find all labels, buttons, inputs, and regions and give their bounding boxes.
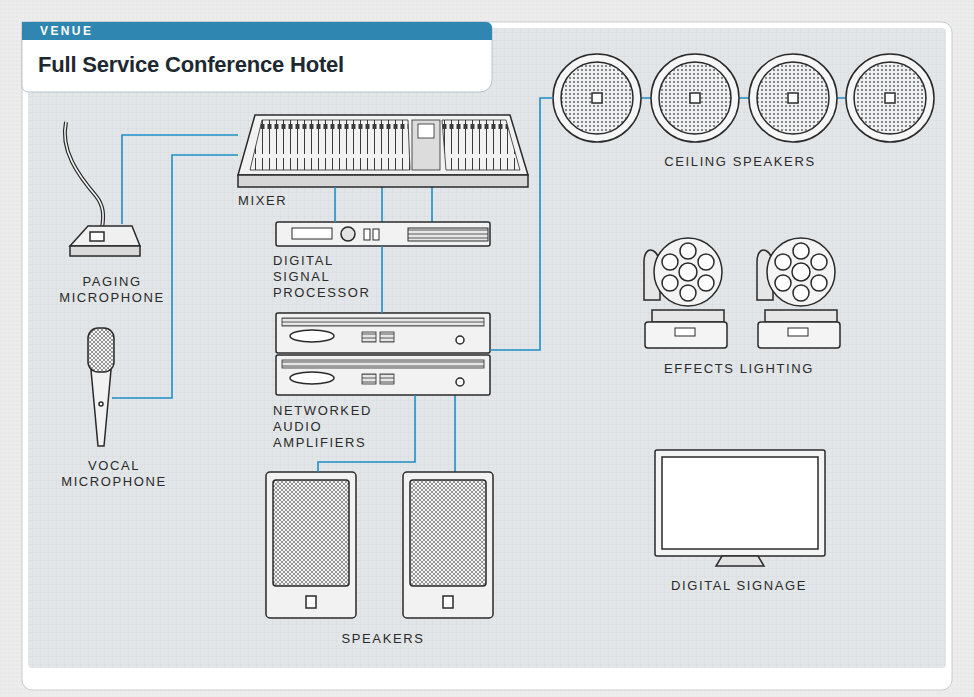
ceiling-speakers: CEILING SPEAKERS <box>553 52 940 144</box>
equipment-label: EFFECTS LIGHTING <box>639 361 839 377</box>
audio-cable <box>335 187 336 222</box>
audio-cable <box>490 98 553 350</box>
mixer: MIXER <box>238 115 528 187</box>
equipment-label: DIGITAL SIGNAGE <box>639 578 839 594</box>
signal-processor: DIGITAL SIGNAL PROCESSOR <box>276 222 490 246</box>
mixer-icon <box>238 115 528 187</box>
equipment-label: DIGITAL SIGNAL PROCESSOR <box>273 253 385 301</box>
vocal-microphone-icon <box>88 328 114 446</box>
speaker-icons <box>266 472 493 618</box>
venue-tab-label: VENUE <box>40 24 93 38</box>
card <box>22 22 952 690</box>
digital-signage: DIGITAL SIGNAGE <box>655 450 825 568</box>
diagram-title: Full Service Conference Hotel <box>38 52 344 78</box>
audio-cable <box>142 135 238 136</box>
equipment-label: SPEAKERS <box>303 631 463 647</box>
equipment-label: VOCAL MICROPHONE <box>49 458 179 490</box>
vocal-microphone: VOCAL MICROPHONE <box>86 326 116 450</box>
speakers: SPEAKERS <box>266 472 500 618</box>
paging-microphone: PAGING MICROPHONE <box>60 118 142 258</box>
digital-signage-icon <box>655 450 825 566</box>
ceiling-speaker-icons <box>553 54 934 142</box>
equipment-label: CEILING SPEAKERS <box>630 154 850 170</box>
equipment-label: PAGING MICROPHONE <box>47 274 177 306</box>
effects-lighting: EFFECTS LIGHTING <box>636 238 842 350</box>
equipment-label: MIXER <box>238 193 287 209</box>
audio-cable <box>382 246 383 313</box>
grid-panel <box>28 28 946 668</box>
paging-microphone-icon <box>65 122 140 256</box>
equipment-label: NETWORKED AUDIO AMPLIFIERS <box>273 403 385 451</box>
header-tab <box>22 22 492 92</box>
amplifier-rack: NETWORKED AUDIO AMPLIFIERS <box>276 313 490 395</box>
amplifier-icon <box>276 313 490 395</box>
dsp-icon <box>276 222 490 246</box>
effects-light-icons <box>644 238 840 348</box>
